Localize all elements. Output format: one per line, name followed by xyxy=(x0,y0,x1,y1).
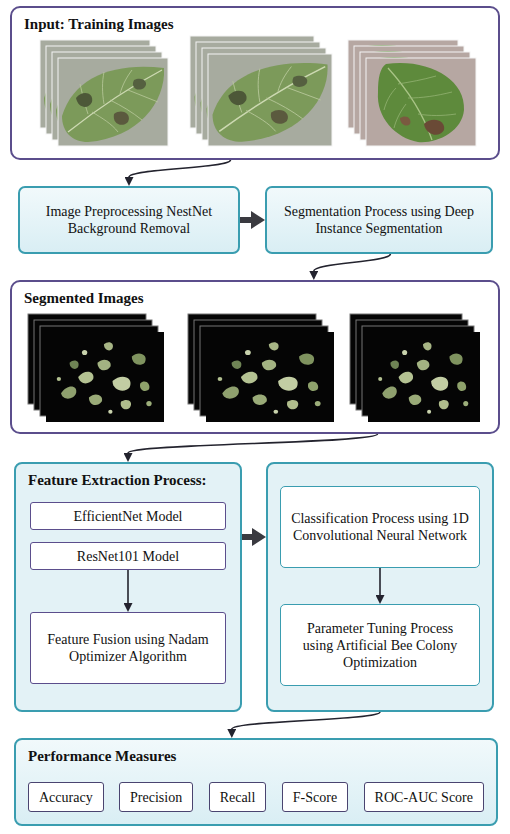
leaf-photo xyxy=(208,54,332,146)
panel-fill xyxy=(15,463,241,711)
segmented-photos xyxy=(28,314,480,422)
block-arrow xyxy=(242,534,252,540)
input-panel: Input: Training Images xyxy=(10,6,500,160)
photo-edge xyxy=(366,58,476,146)
flow-arrow xyxy=(128,434,378,453)
metric-box: Recall xyxy=(209,782,267,812)
flow-arrow xyxy=(232,712,380,729)
photo-edge xyxy=(208,54,332,146)
box-label: EfficientNet Model xyxy=(74,508,183,525)
segmented-photo xyxy=(368,332,480,422)
block-arrow xyxy=(240,217,251,223)
process-group: Feature Extraction Process: EfficientNet … xyxy=(14,462,242,712)
box-label: Recall xyxy=(220,789,256,806)
model-box: ResNet101 Model xyxy=(30,542,226,570)
box-label: F-Score xyxy=(293,789,337,806)
flow-arrow xyxy=(129,160,231,177)
model-box: EfficientNet Model xyxy=(30,502,226,530)
flow-arrow xyxy=(379,568,381,595)
metric-box: Accuracy xyxy=(28,782,104,812)
segmented-photo xyxy=(46,332,164,422)
flow-arrow xyxy=(314,254,391,271)
panel-heading: Input: Training Images xyxy=(12,8,498,33)
box-label: Image Preprocessing NestNet Background R… xyxy=(30,203,228,237)
leaf-photo xyxy=(366,58,476,146)
box-label: Parameter Tuning Process using Artificia… xyxy=(291,620,469,671)
measure-panel: Performance MeasuresAccuracy Precision Rec… xyxy=(14,738,498,826)
box-label: Precision xyxy=(130,789,182,806)
box-label: ResNet101 Model xyxy=(77,548,179,565)
box-label: Accuracy xyxy=(39,789,93,806)
panel-heading: Performance Measures xyxy=(16,740,496,765)
segmented-photo xyxy=(206,332,334,422)
box-label: ROC-AUC Score xyxy=(375,789,473,806)
process-box: Segmentation Process using Deep Instance… xyxy=(265,186,493,254)
metric-box: ROC-AUC Score xyxy=(364,782,484,812)
process-box: Image Preprocessing NestNet Background R… xyxy=(18,186,240,254)
metric-box: F-Score xyxy=(282,782,348,812)
panel-heading: Segmented Images xyxy=(12,282,498,307)
process-box: Classification Process using 1D Convolut… xyxy=(280,486,480,568)
process-box: Feature Fusion using Nadam Optimizer Alg… xyxy=(30,612,226,684)
metric-box: Precision xyxy=(119,782,193,812)
photo-edge xyxy=(58,58,168,146)
flow-arrow xyxy=(127,570,129,603)
panel-heading: Feature Extraction Process: xyxy=(16,464,240,489)
panel-fill xyxy=(267,463,493,711)
leaf-photo xyxy=(58,58,168,146)
box-label: Classification Process using 1D Convolut… xyxy=(291,510,469,544)
process-box: Parameter Tuning Process using Artificia… xyxy=(280,604,480,686)
process-group: Classification Process using 1D Convolut… xyxy=(266,462,494,712)
box-label: Segmentation Process using Deep Instance… xyxy=(277,203,481,237)
training-photos xyxy=(40,36,476,146)
output-panel: Segmented Images xyxy=(10,280,500,434)
box-label: Feature Fusion using Nadam Optimizer Alg… xyxy=(41,631,215,665)
